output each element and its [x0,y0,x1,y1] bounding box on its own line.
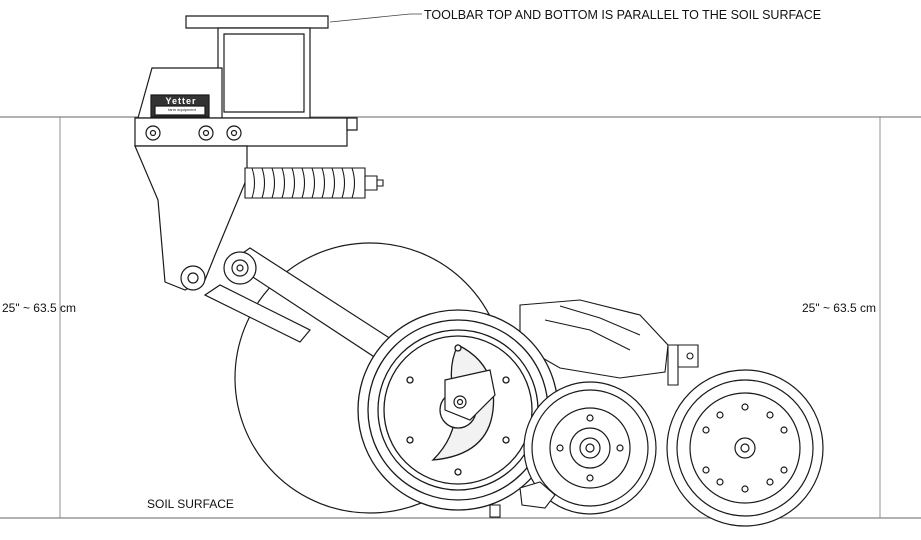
spiked-closing-wheel [667,370,823,526]
toolbar-note-leader [330,14,422,22]
toolbar-parallel-note: TOOLBAR TOP AND BOTTOM IS PARALLEL TO TH… [424,8,822,22]
mounting-bracket [135,68,357,146]
lower-frame [490,482,555,517]
height-label-left: 25" ~ 63.5 cm [2,301,76,315]
soil-surface-label: SOIL SURFACE [147,497,234,511]
down-pressure-spring [245,168,383,198]
seed-hopper-shroud [520,300,698,385]
linkage-pivot-plate [445,370,495,420]
brand-logo-text: Yetter [165,96,197,106]
height-label-right: 25" ~ 63.5 cm [802,301,876,315]
parallel-arm-housing [135,146,247,290]
closing-wheel [524,382,656,514]
brand-tagline: farm equipment [168,107,196,112]
